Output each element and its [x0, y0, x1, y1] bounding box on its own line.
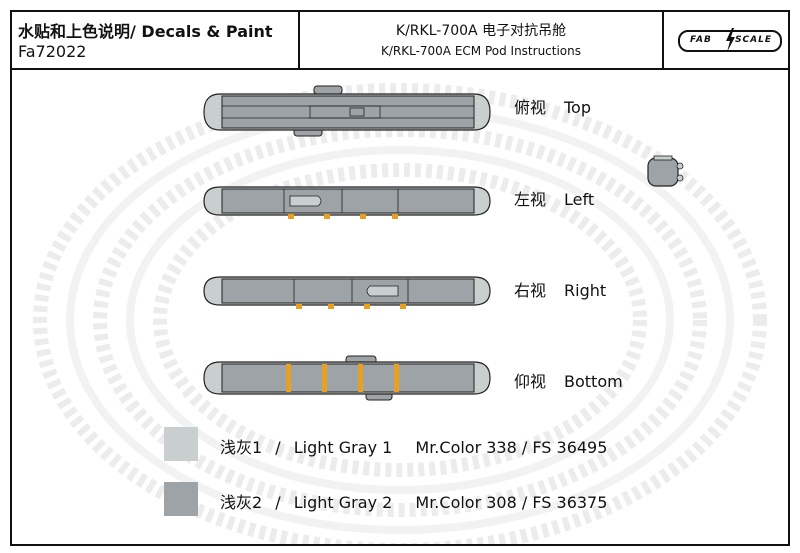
brand-logo: FAB SCALE	[678, 28, 782, 52]
view-label-right: 右视 Right	[514, 277, 606, 301]
view-label-zh: 俯视	[514, 98, 547, 117]
product-code: Fa72022	[18, 42, 87, 61]
logo-text-left: FAB	[690, 35, 712, 45]
header-subtitle-cell: K/RKL-700A 电子对抗吊舱 K/RKL-700A ECM Pod Ins…	[300, 12, 664, 68]
view-label-bottom: 仰视 Bottom	[514, 368, 623, 392]
color-swatch-light-gray-2	[164, 482, 198, 516]
header-title-cell: 水贴和上色说明/ Decals & Paint Fa72022	[12, 12, 300, 68]
view-label-zh: 仰视	[514, 372, 547, 391]
view-label-zh: 右视	[514, 281, 547, 300]
color-swatch-light-gray-1	[164, 427, 198, 461]
color-legend-row-1: 浅灰1 / Light Gray 1 Mr.Color 338 / FS 364…	[220, 434, 607, 458]
header-bar: 水贴和上色说明/ Decals & Paint Fa72022 K/RKL-70…	[12, 12, 788, 70]
color-separator: /	[275, 438, 281, 457]
instruction-sheet: 水贴和上色说明/ Decals & Paint Fa72022 K/RKL-70…	[10, 10, 790, 546]
pod-bottom-view-icon	[203, 355, 491, 401]
lightning-bolt-icon	[726, 28, 735, 52]
pod-right-view-icon	[203, 276, 491, 309]
pod-left-view-icon	[203, 186, 491, 219]
page-title: 水贴和上色说明/ Decals & Paint	[18, 22, 273, 41]
view-label-zh: 左视	[514, 190, 547, 209]
color-name-en: Light Gray 2	[293, 493, 393, 512]
color-legend-row-2: 浅灰2 / Light Gray 2 Mr.Color 308 / FS 363…	[220, 489, 607, 513]
subtitle-english: K/RKL-700A ECM Pod Instructions	[380, 44, 582, 58]
logo-text-right: SCALE	[735, 35, 772, 45]
pod-end-view-icon	[647, 155, 684, 187]
view-label-top: 俯视 Top	[514, 94, 591, 118]
view-label-en: Right	[564, 281, 607, 300]
view-label-en: Left	[564, 190, 595, 209]
color-reference: Mr.Color 338 / FS 36495	[415, 438, 608, 457]
color-separator: /	[275, 493, 281, 512]
color-reference: Mr.Color 308 / FS 36375	[415, 493, 608, 512]
color-name-zh: 浅灰2	[220, 493, 263, 512]
color-name-zh: 浅灰1	[220, 438, 263, 457]
color-name-en: Light Gray 1	[293, 438, 393, 457]
view-label-en: Bottom	[564, 372, 623, 391]
view-label-left: 左视 Left	[514, 186, 594, 210]
pod-top-view-icon	[203, 85, 491, 137]
subtitle-chinese: K/RKL-700A 电子对抗吊舱	[395, 23, 567, 39]
view-label-en: Top	[564, 98, 591, 117]
